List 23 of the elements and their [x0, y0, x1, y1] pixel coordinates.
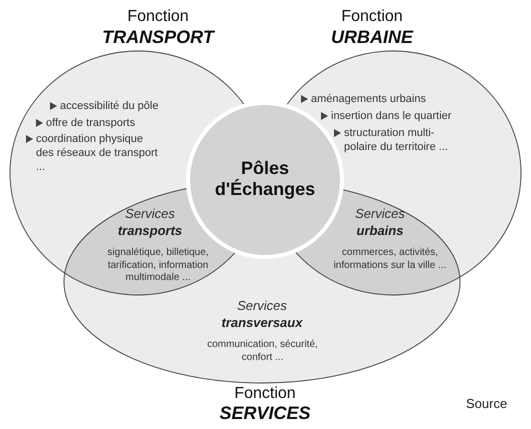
heading: transversaux [220, 316, 304, 330]
source-note: Source [466, 396, 508, 411]
list-item: aménagements urbains [311, 92, 426, 106]
heading: Services [124, 207, 176, 221]
description: signalétique, billetique, tarification, information multimodale ... [106, 247, 210, 284]
list-item: offre de transports [46, 116, 136, 130]
heading: SERVICES [218, 403, 312, 423]
list-item: structuration multi- polaire du territoire ... [344, 126, 449, 154]
list-item: insertion dans le quartier [331, 109, 452, 123]
description: commerces, activités, informations sur la ville ... [332, 247, 448, 272]
heading: Fonction [233, 385, 297, 403]
list-item: coordination physique des réseaux de transport ... [36, 132, 158, 174]
hub-title: Pôles d'Échanges [214, 158, 316, 200]
heading: Fonction [340, 8, 404, 26]
heading: urbains [356, 224, 404, 238]
heading: Services [354, 207, 406, 221]
heading: transports [116, 224, 184, 238]
heading: Services [236, 299, 288, 313]
heading: URBAINE [330, 27, 414, 47]
list-item: accessibilité du pôle [60, 99, 158, 113]
heading: TRANSPORT [101, 27, 216, 47]
description: communication, sécurité, confort ... [206, 339, 319, 364]
heading: Fonction [126, 8, 190, 26]
